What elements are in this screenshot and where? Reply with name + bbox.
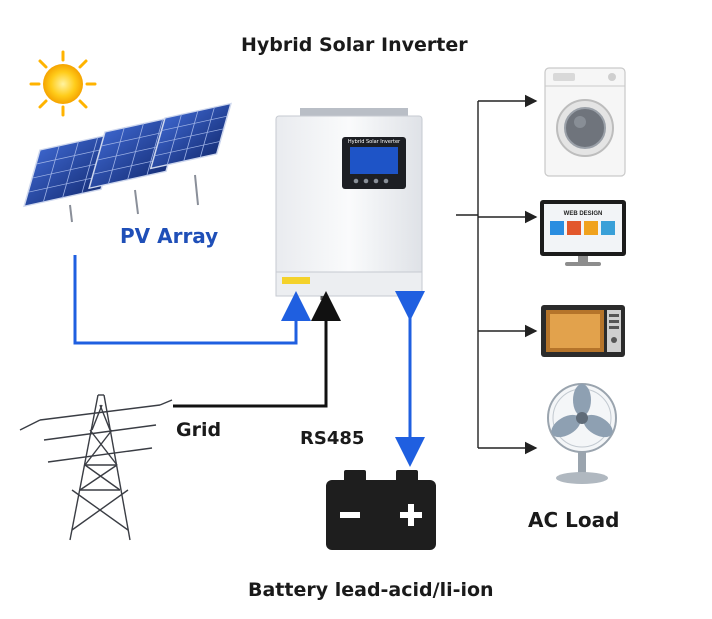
- inverter-illustration: Hybrid Solar Inverter: [275, 108, 423, 300]
- grid-tower-illustration: [19, 394, 173, 541]
- microwave-icon: [541, 305, 625, 357]
- battery-icon: [326, 470, 436, 550]
- monitor-screen-text: WEB DESIGN: [564, 211, 603, 217]
- sun-icon: [29, 50, 97, 117]
- pv-connection-line: [73, 255, 311, 345]
- washing-machine-icon: [544, 67, 626, 177]
- pv-array-label: PV Array: [120, 224, 219, 248]
- rs485-label: RS485: [300, 428, 365, 449]
- ac-load-bus: [456, 94, 538, 455]
- pv-array-illustration: [23, 102, 232, 223]
- ac-load-label: AC Load: [528, 508, 620, 532]
- grid-label: Grid: [176, 419, 222, 441]
- grid-connection-line: [173, 291, 341, 408]
- battery-label: Battery lead-acid/li-ion: [248, 579, 494, 601]
- diagram-title: Hybrid Solar Inverter: [241, 34, 468, 56]
- fan-icon: [547, 383, 617, 484]
- inverter-screen-title: Hybrid Solar Inverter: [348, 139, 401, 145]
- monitor-icon: WEB DESIGN: [540, 200, 626, 266]
